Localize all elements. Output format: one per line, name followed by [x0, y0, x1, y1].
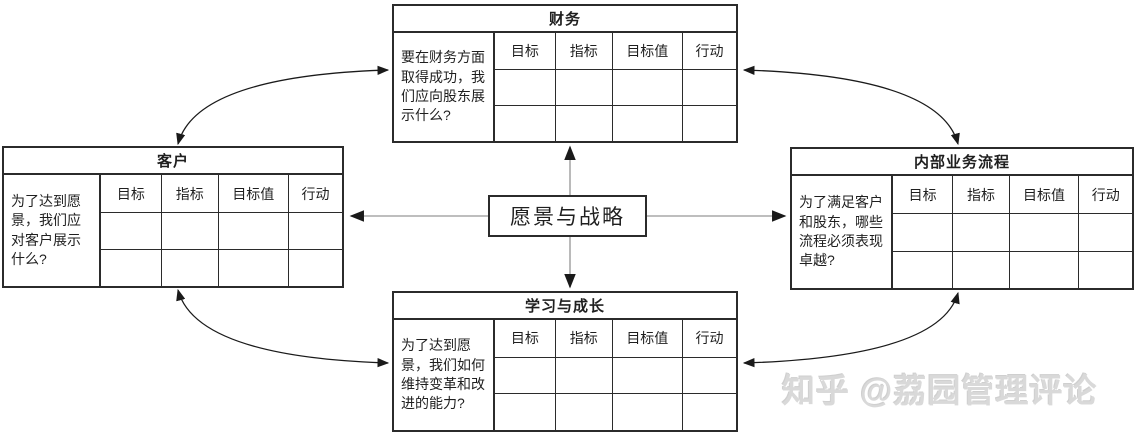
learning-empty-cell: [495, 356, 555, 394]
curve-customer-finance: [176, 65, 390, 146]
internal-col-target: 目标值: [1008, 176, 1079, 214]
finance-question: 要在财务方面取得成功，我们应向股东展示什么?: [394, 33, 495, 141]
customer-empty-cell: [288, 212, 342, 249]
internal-empty-cell: [893, 213, 953, 250]
internal-empty-cell: [1008, 213, 1079, 251]
finance-empty-cell: [554, 105, 612, 141]
finance-empty-cell: [611, 105, 682, 141]
internal-col-goal: 目标: [908, 186, 937, 203]
customer-empty-cell: [160, 249, 218, 286]
curve-learning-internal: [742, 291, 960, 368]
internal-empty-cell: [1078, 213, 1132, 251]
learning-table: 学习与成长 为了达到愿景，我们如何维持变革和改进的能力? 目标 指标 目标值 行…: [392, 291, 738, 432]
customer-table-title: 客户: [4, 148, 342, 175]
customer-empty-cell: [101, 249, 161, 286]
watermark: 知乎 @荔园管理评论: [782, 372, 1098, 409]
customer-empty-cell: [101, 212, 161, 249]
learning-empty-cell: [554, 393, 612, 430]
finance-empty-cell: [682, 105, 736, 141]
finance-empty-cell: [611, 69, 682, 105]
finance-col-action: 行动: [682, 33, 736, 69]
finance-empty-cell: [554, 69, 612, 105]
finance-empty-cell: [682, 69, 736, 105]
customer-table: 客户 为了达到愿景，我们应对客户展示什么? 目标 指标 目标值 行动: [2, 146, 344, 288]
learning-empty-cell: [682, 393, 736, 430]
internal-empty-cell: [952, 250, 1009, 288]
customer-question: 为了达到愿景，我们应对客户展示什么?: [4, 175, 101, 286]
learning-table-title: 学习与成长: [394, 293, 736, 320]
internal-question: 为了满足客户和股东，哪些流程必须表现卓越?: [792, 176, 893, 288]
learning-question: 为了达到愿景，我们如何维持变革和改进的能力?: [394, 320, 495, 430]
internal-grid: 目标 指标 目标值 行动: [893, 176, 1132, 288]
curve-finance-internal: [742, 65, 960, 146]
internal-col-indicator: 指标: [952, 176, 1008, 214]
internal-table-title: 内部业务流程: [792, 149, 1132, 176]
finance-col-goal: 目标: [510, 43, 539, 59]
learning-col-target: 目标值: [611, 320, 682, 357]
learning-empty-cell: [611, 356, 682, 394]
internal-col-action: 行动: [1078, 176, 1132, 214]
finance-table-title: 财务: [394, 6, 736, 33]
curve-customer-learning: [176, 288, 390, 368]
customer-empty-cell: [217, 249, 288, 286]
internal-empty-cell: [952, 213, 1009, 251]
finance-empty-cell: [495, 69, 555, 105]
finance-col-target: 目标值: [611, 33, 682, 69]
learning-empty-cell: [495, 393, 555, 430]
learning-grid: 目标 指标 目标值 行动: [495, 320, 736, 430]
finance-empty-cell: [495, 105, 555, 141]
internal-empty-cell: [1008, 250, 1079, 288]
learning-col-indicator: 指标: [554, 320, 612, 357]
customer-col-goal: 目标: [116, 185, 145, 202]
customer-empty-cell: [160, 212, 218, 249]
customer-empty-cell: [288, 249, 342, 286]
learning-col-goal: 目标: [510, 330, 539, 347]
customer-col-indicator: 指标: [160, 175, 218, 212]
customer-col-target: 目标值: [217, 175, 288, 212]
vision-strategy-box: 愿景与战略: [488, 195, 647, 237]
customer-grid: 目标 指标 目标值 行动: [101, 175, 342, 286]
learning-empty-cell: [682, 356, 736, 394]
internal-table: 内部业务流程 为了满足客户和股东，哪些流程必须表现卓越? 目标 指标 目标值 行…: [790, 147, 1134, 290]
learning-empty-cell: [611, 393, 682, 430]
customer-col-action: 行动: [288, 175, 342, 212]
learning-col-action: 行动: [682, 320, 736, 357]
finance-grid: 目标 指标 目标值 行动: [495, 33, 736, 141]
internal-empty-cell: [893, 250, 953, 288]
internal-empty-cell: [1078, 250, 1132, 288]
learning-empty-cell: [554, 356, 612, 394]
finance-col-indicator: 指标: [554, 33, 612, 69]
customer-empty-cell: [217, 212, 288, 249]
finance-table: 财务 要在财务方面取得成功，我们应向股东展示什么? 目标 指标 目标值 行动: [392, 4, 738, 143]
